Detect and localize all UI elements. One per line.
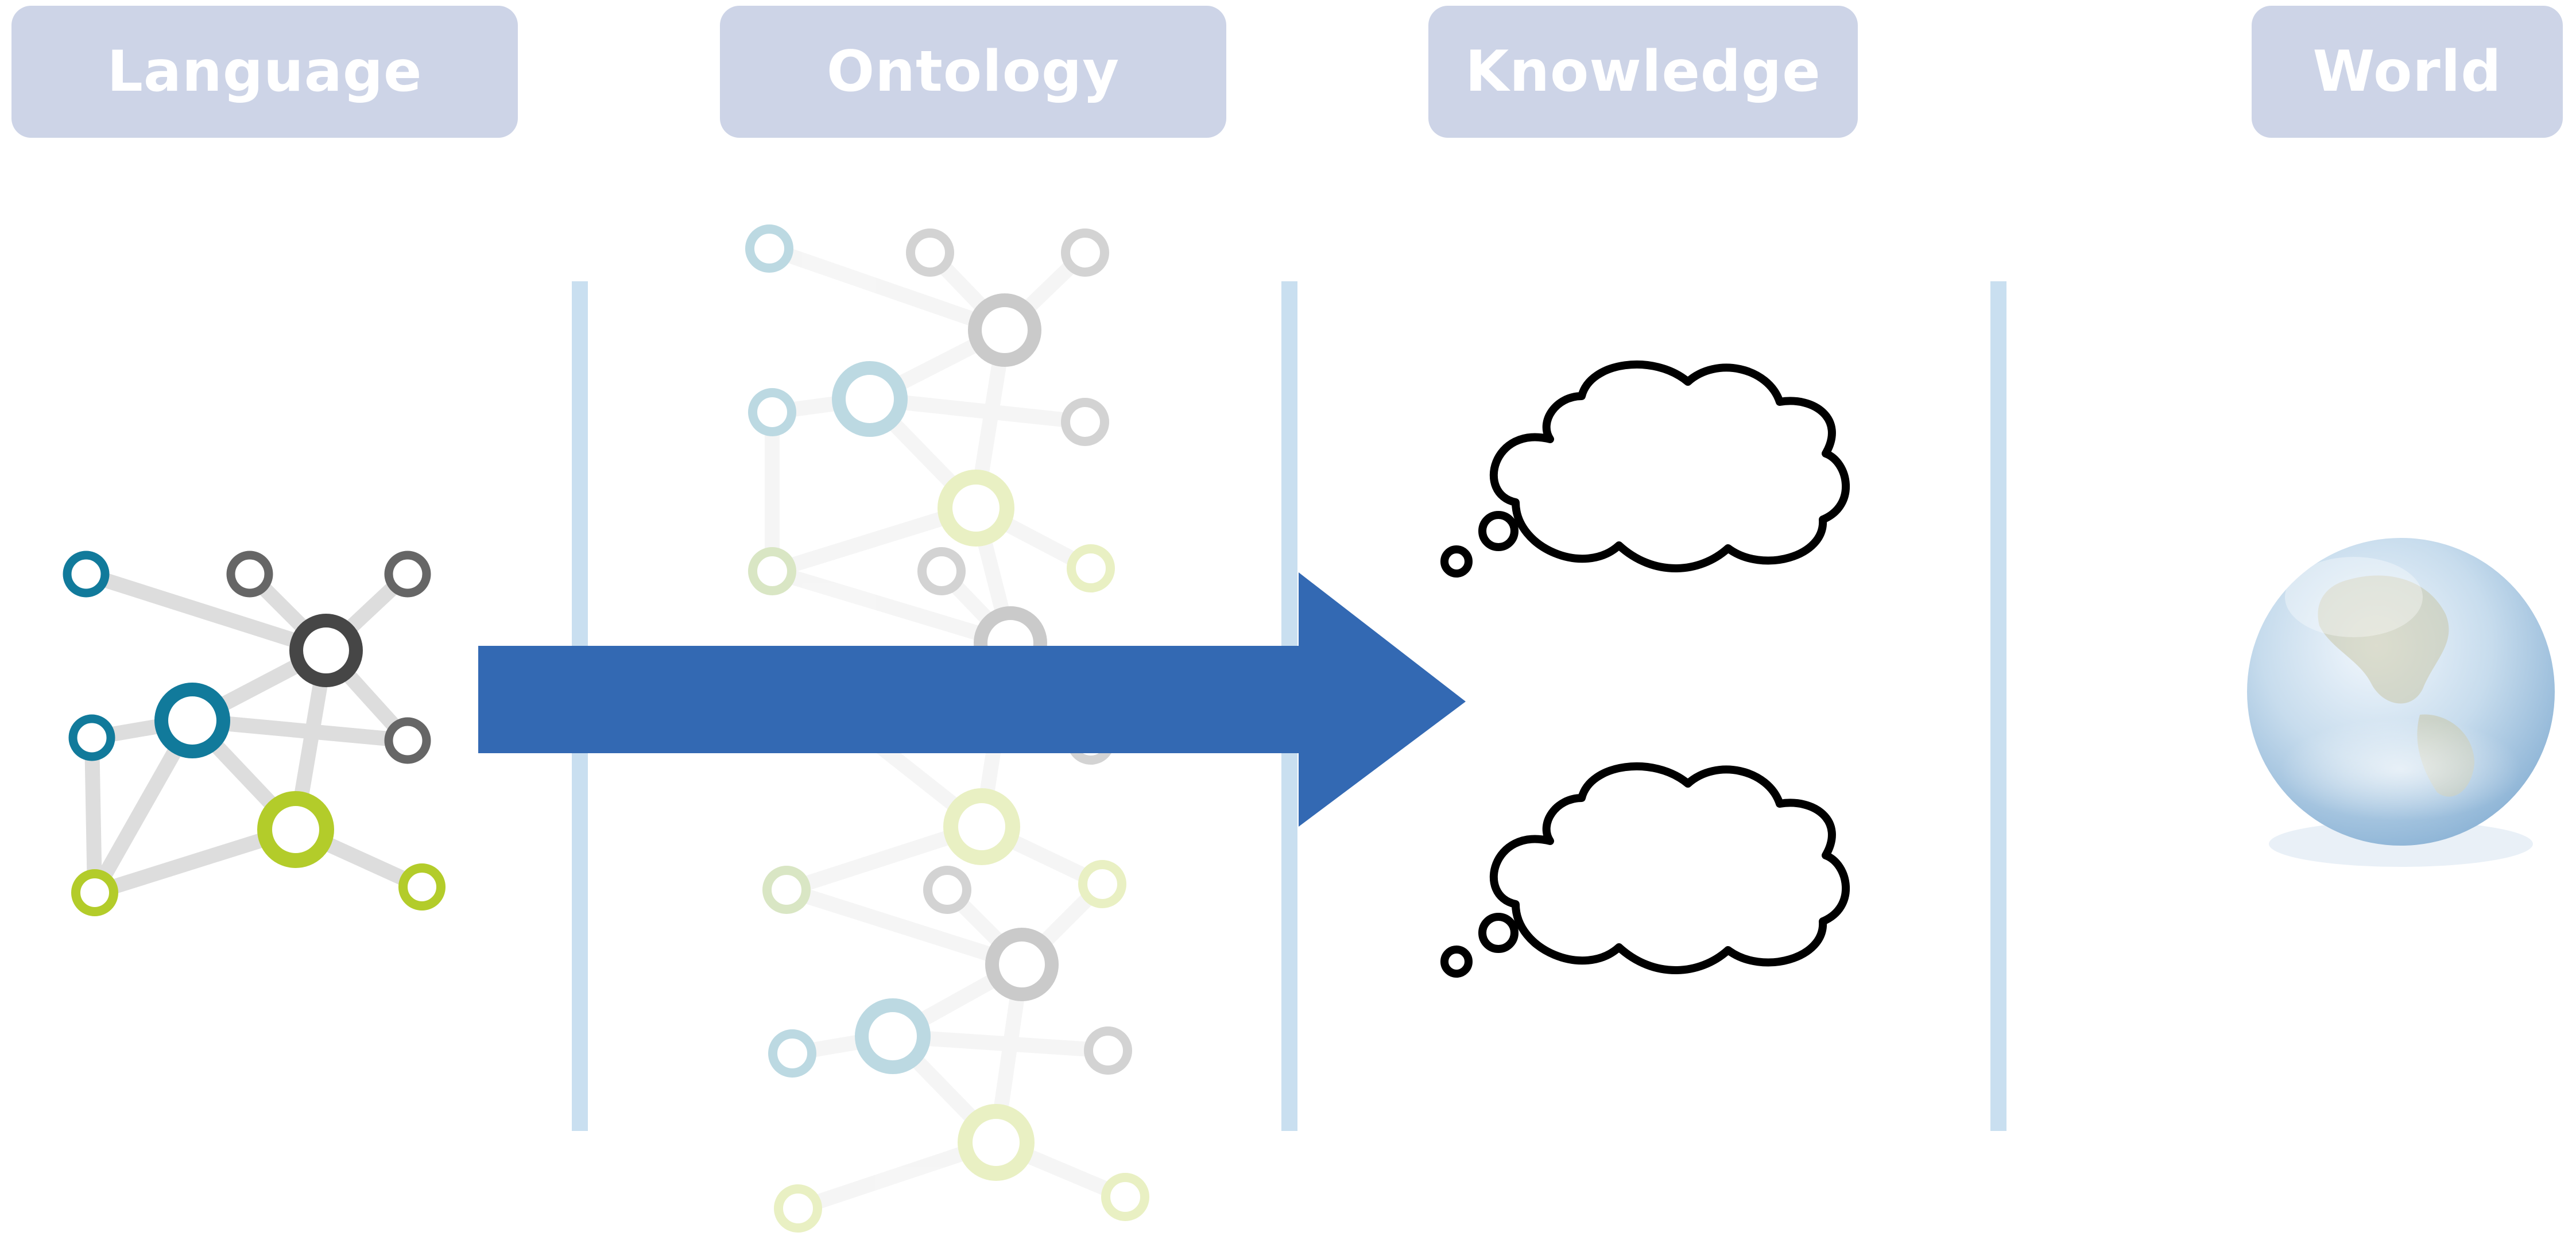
network-node [257, 791, 334, 868]
network-node [384, 551, 431, 598]
network-node [68, 714, 115, 761]
network-node [384, 717, 431, 764]
header-world-label: World [2312, 39, 2502, 104]
thought-bubble-icon [1440, 762, 1850, 978]
header-knowledge-label: Knowledge [1465, 39, 1821, 104]
header-language-label: Language [107, 39, 423, 104]
network-node [398, 863, 446, 910]
header-language: Language [11, 6, 518, 138]
network-node [71, 869, 118, 916]
header-world: World [2252, 6, 2563, 138]
header-knowledge: Knowledge [1428, 6, 1858, 138]
network-node [63, 551, 110, 598]
header-ontology-label: Ontology [826, 39, 1120, 104]
network-node [226, 551, 273, 598]
network-node [289, 614, 363, 687]
thought-bubble-icon [1440, 361, 1850, 578]
divider-3 [1990, 281, 2006, 1131]
header-ontology: Ontology [720, 6, 1226, 138]
network-node [154, 683, 230, 758]
